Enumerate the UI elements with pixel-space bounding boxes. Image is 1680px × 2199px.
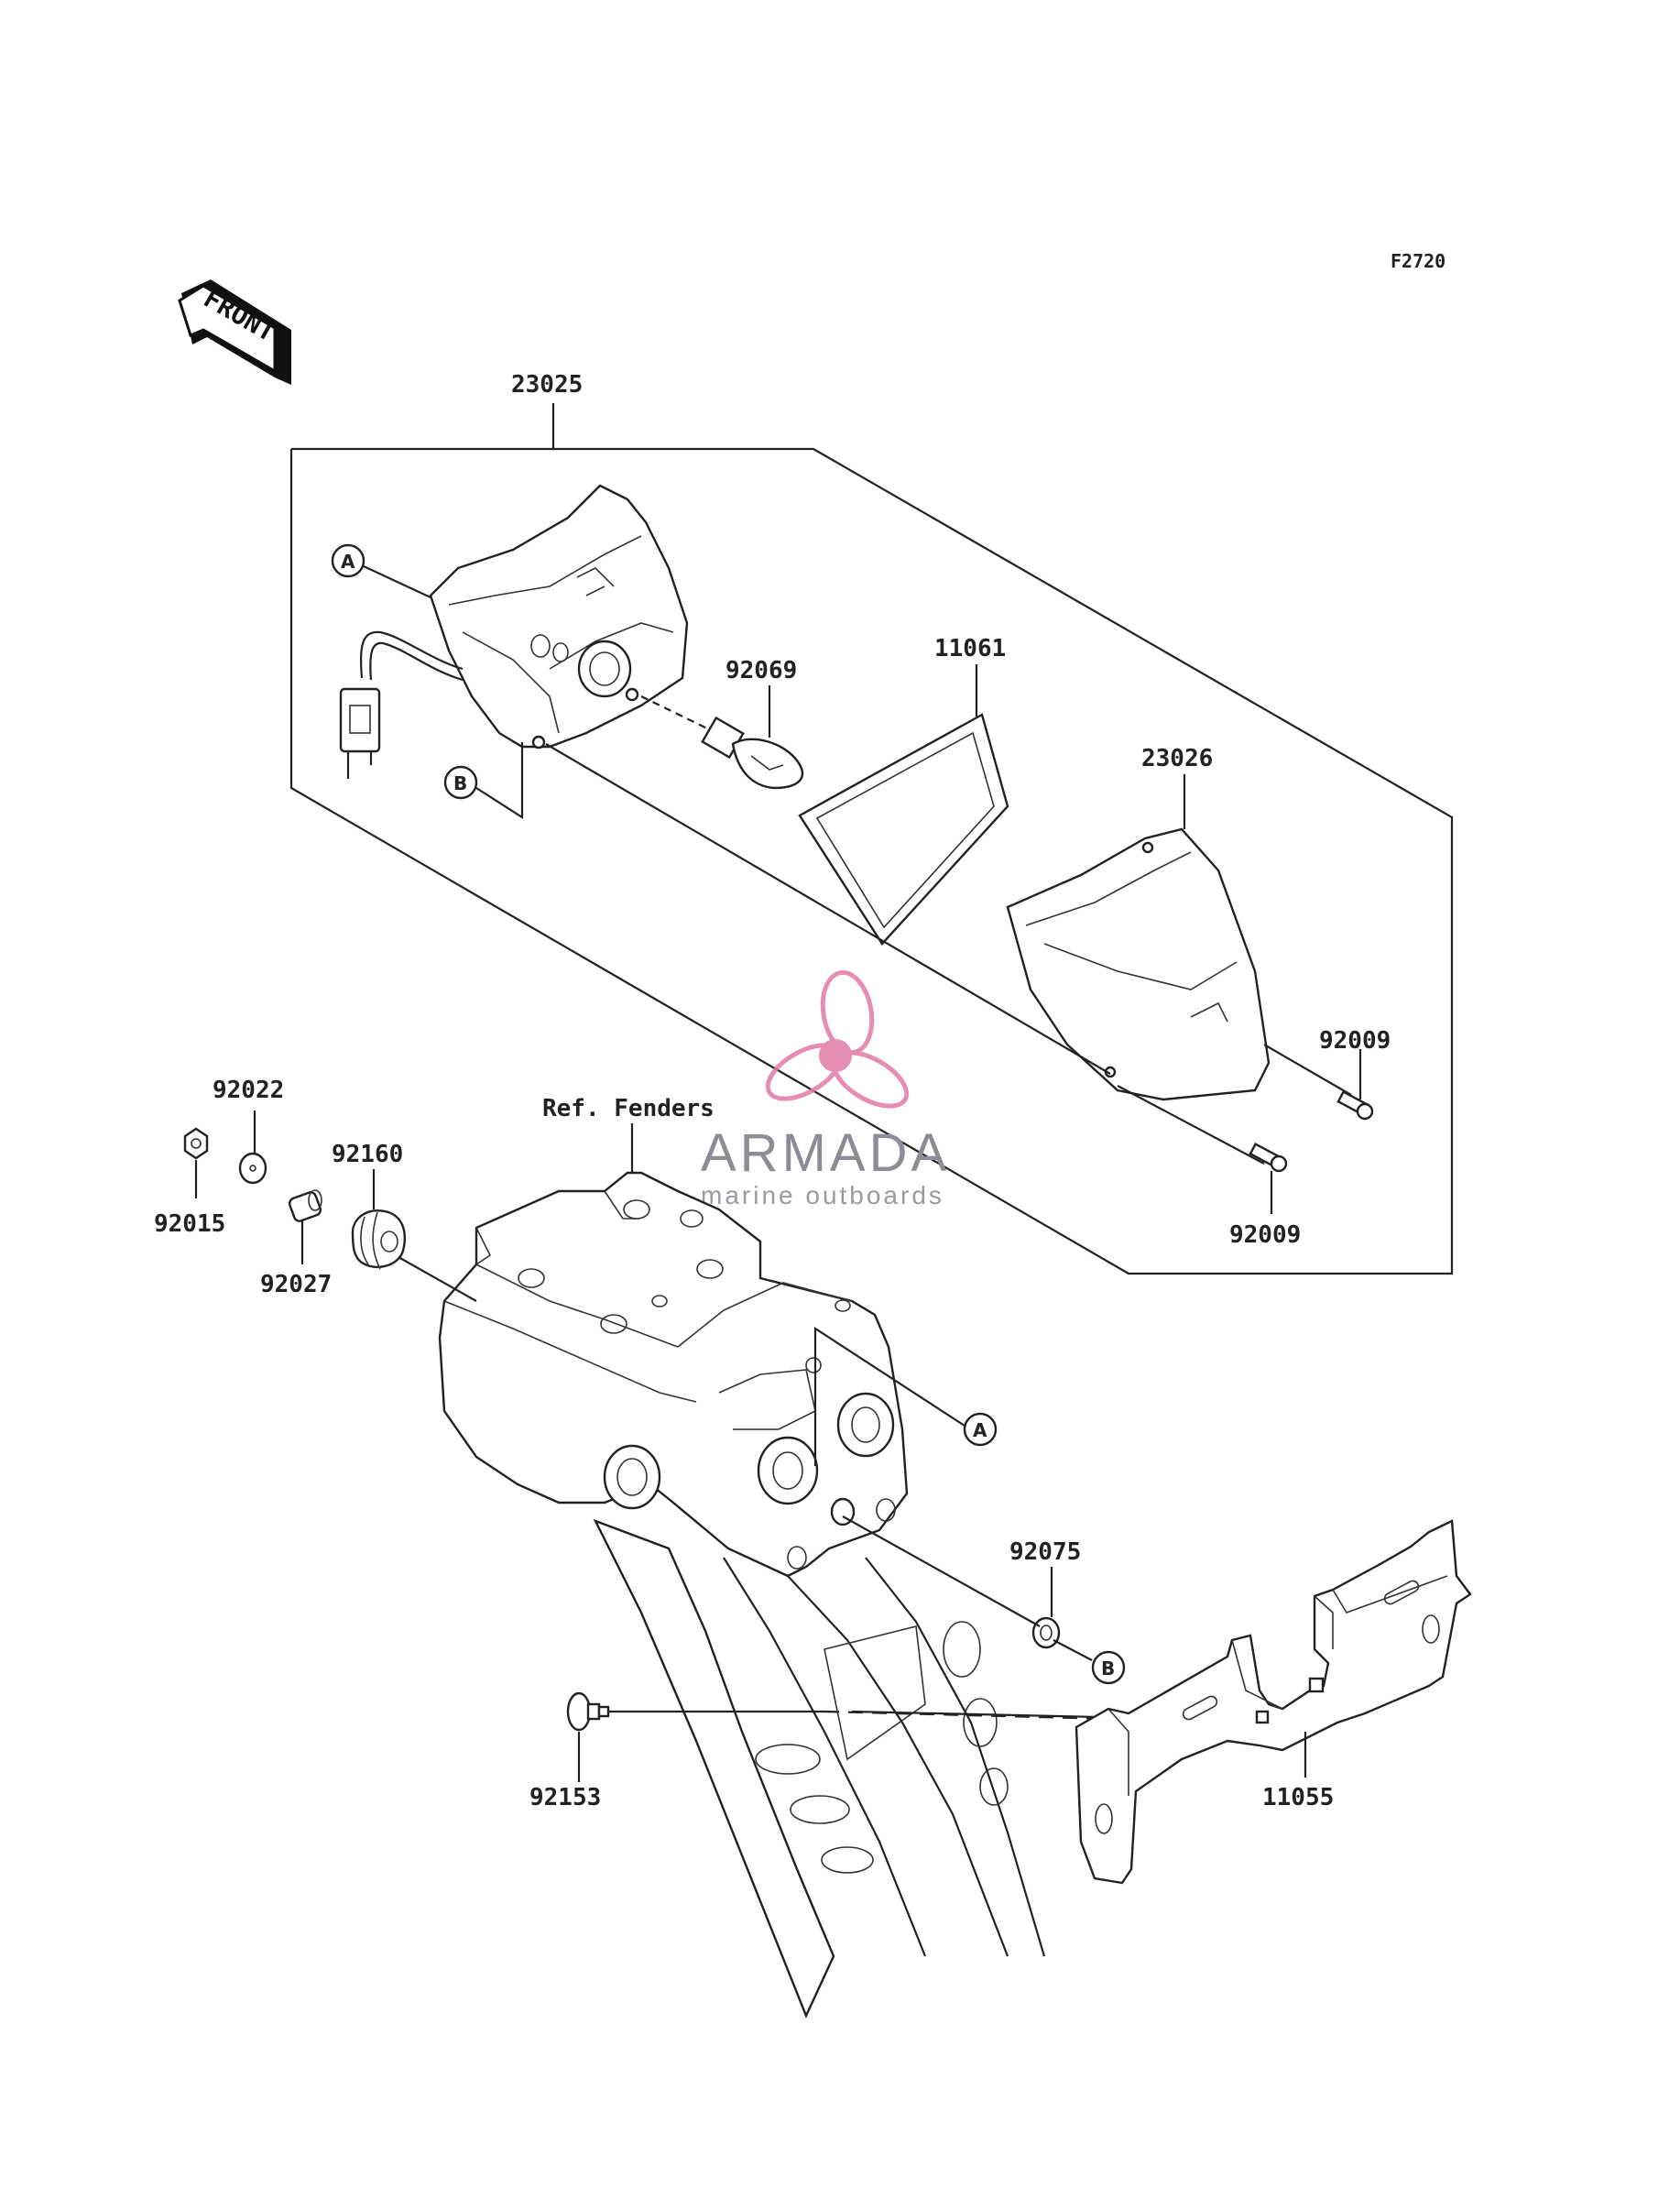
bulb-92069 — [701, 716, 803, 790]
part-92160: 92160 — [332, 1141, 403, 1168]
reference-fenders: Ref. Fenders — [542, 1095, 715, 1122]
part-92069: 92069 — [725, 657, 797, 684]
lens-23026 — [1006, 827, 1271, 1101]
guide-line-3 — [1117, 1085, 1265, 1165]
part-23026: 23026 — [1141, 745, 1213, 772]
bulb-guide — [640, 695, 708, 729]
harness-connector — [339, 630, 464, 779]
part-11055: 11055 — [1262, 1784, 1334, 1811]
callout-b-upper: B — [453, 772, 467, 794]
front-arrow-icon: FRONT — [178, 279, 291, 385]
guide-line-2 — [1263, 1044, 1352, 1096]
bracket-11055 — [1075, 1519, 1472, 1885]
callout-a-upper: A — [341, 551, 355, 573]
part-23025: 23025 — [511, 371, 583, 399]
part-92009-lower: 92009 — [1229, 1221, 1301, 1249]
taillight-housing — [429, 484, 689, 749]
callout-b-lower-icon — [1091, 1650, 1126, 1685]
part-92153: 92153 — [529, 1784, 601, 1811]
leader-callout-a-upper — [363, 565, 431, 598]
watermark-brand: ARMADA — [701, 1123, 950, 1183]
callout-a-lower: A — [973, 1419, 987, 1441]
leader-callout-b-upper — [475, 742, 524, 820]
part-92009-upper: 92009 — [1319, 1027, 1391, 1055]
callout-b-lower: B — [1101, 1657, 1115, 1679]
part-11061: 11061 — [934, 635, 1006, 662]
nut-92015 — [183, 1127, 209, 1160]
grommet-92160 — [351, 1209, 406, 1270]
armada-logo-icon — [765, 969, 910, 1109]
leader-callout-b-lower — [1053, 1639, 1093, 1661]
part-92075: 92075 — [1009, 1538, 1081, 1566]
gasket-11061 — [798, 713, 1009, 946]
diagram-code: F2720 — [1391, 250, 1445, 272]
callout-a-lower-icon — [963, 1412, 998, 1447]
watermark-tagline: marine outboards — [701, 1181, 944, 1209]
callout-a-upper-icon — [331, 543, 365, 578]
washer-92022 — [238, 1152, 267, 1185]
part-92015: 92015 — [154, 1210, 225, 1238]
guide-line-1 — [545, 743, 1111, 1075]
collar-92027 — [288, 1189, 322, 1222]
leader-92160-to-frame — [398, 1256, 477, 1302]
screw-92009-lower — [1249, 1143, 1288, 1173]
assembly-outline — [289, 447, 1454, 1275]
rear-frame — [438, 1171, 1046, 2019]
part-92027: 92027 — [260, 1271, 332, 1298]
bolt-guide-92075 — [842, 1515, 1041, 1627]
bolt-92153 — [566, 1691, 610, 1732]
nut-92075 — [1031, 1616, 1061, 1649]
leader-callout-a-lower — [813, 1326, 965, 1466]
part-92022: 92022 — [213, 1077, 284, 1104]
screw-92009-upper — [1336, 1090, 1374, 1121]
callout-b-upper-icon — [443, 765, 478, 800]
